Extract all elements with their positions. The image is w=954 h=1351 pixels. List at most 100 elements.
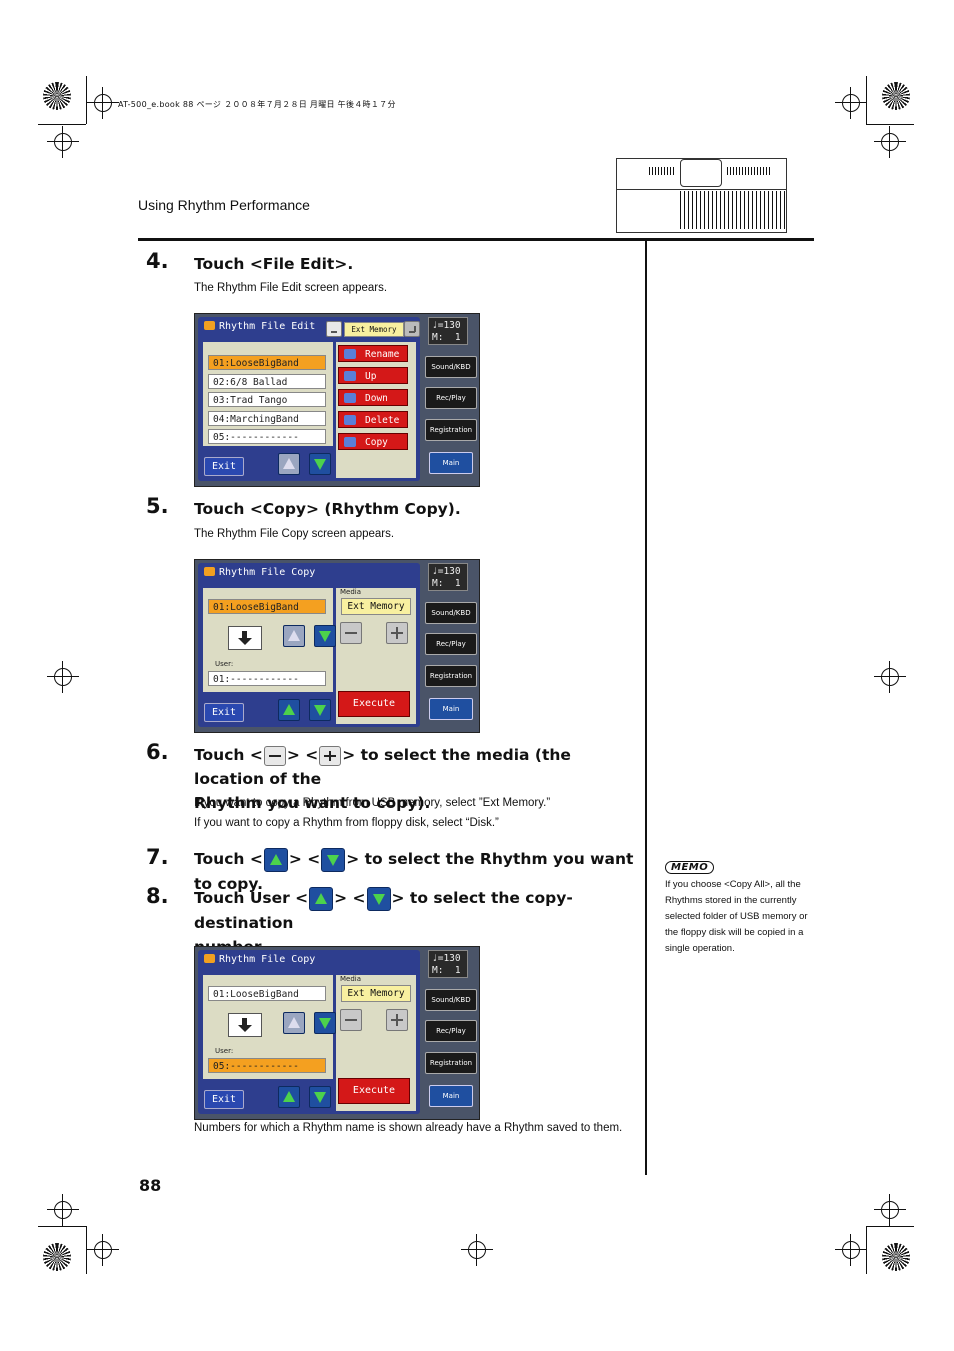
registration-button[interactable]: Registration xyxy=(425,419,477,441)
trash-icon xyxy=(344,415,356,425)
crop-mark xyxy=(866,124,914,125)
rec-play-button[interactable]: Rec/Play xyxy=(425,633,477,655)
crosshair-mark xyxy=(87,87,119,119)
media-select[interactable]: Ext Memory xyxy=(341,985,411,1002)
user-label: User: xyxy=(215,660,234,668)
crop-mark xyxy=(866,1226,867,1274)
tempo-measure-display: ♩=130 M: 1 xyxy=(428,563,468,591)
registration-starburst-mark xyxy=(43,82,71,110)
media-select[interactable]: Ext Memory xyxy=(344,322,404,337)
memo-text: If you choose <Copy All>, all the Rhythm… xyxy=(665,879,808,954)
step-description: The Rhythm File Edit screen appears. xyxy=(194,282,388,294)
media-minus-button[interactable] xyxy=(340,622,362,644)
exit-button[interactable]: Exit xyxy=(204,703,244,722)
minus-button-icon xyxy=(263,745,286,766)
destination-number[interactable]: 05:------------ xyxy=(208,1058,326,1073)
step-number: 5. xyxy=(146,494,169,518)
header-rule xyxy=(138,238,814,241)
user-down-button[interactable] xyxy=(309,1086,331,1108)
media-minus-button[interactable] xyxy=(340,1009,362,1031)
crop-mark xyxy=(86,76,87,124)
sound-kbd-button[interactable]: Sound/KBD xyxy=(425,989,477,1011)
execute-button[interactable]: Execute xyxy=(338,1078,410,1104)
memo-icon: MEMO xyxy=(665,861,715,874)
section-header: Using Rhythm Performance xyxy=(138,197,310,213)
rhythm-file-copy-screen: Rhythm File Copy 01:LooseBigBand User: 0… xyxy=(194,946,480,1120)
crop-mark xyxy=(866,1226,914,1227)
copy-button[interactable]: Copy xyxy=(338,433,408,450)
sound-kbd-button[interactable]: Sound/KBD xyxy=(425,602,477,624)
destination-number[interactable]: 01:------------ xyxy=(208,671,326,686)
exit-button[interactable]: Exit xyxy=(204,457,244,476)
rhythm-list-item[interactable]: 02:6/8 Ballad xyxy=(208,374,326,389)
media-plus-button[interactable] xyxy=(404,321,420,337)
rhythm-list-item[interactable]: 03:Trad Tango xyxy=(208,392,326,407)
rhythm-tab-icon xyxy=(204,954,215,963)
tempo-measure-display: ♩=130 M: 1 xyxy=(428,317,468,345)
down-button[interactable]: Down xyxy=(338,389,408,406)
tempo-measure-display: ♩=130 M: 1 xyxy=(428,950,468,978)
up-button[interactable]: Up xyxy=(338,367,408,384)
execute-button[interactable]: Execute xyxy=(338,691,410,717)
rec-play-button[interactable]: Rec/Play xyxy=(425,387,477,409)
crosshair-mark xyxy=(874,661,906,693)
crop-mark xyxy=(86,1226,87,1274)
scroll-up-button[interactable] xyxy=(278,453,300,475)
crosshair-mark xyxy=(461,1234,493,1266)
sound-kbd-button[interactable]: Sound/KBD xyxy=(425,356,477,378)
page-number: 88 xyxy=(139,1176,162,1195)
registration-button[interactable]: Registration xyxy=(425,1052,477,1074)
step-title: Touch <> <> to select the media (the loc… xyxy=(194,745,571,812)
exit-button[interactable]: Exit xyxy=(204,1090,244,1109)
user-up-button[interactable] xyxy=(278,699,300,721)
pencil-icon xyxy=(344,349,356,359)
organ-keyboard-illustration xyxy=(616,158,787,233)
screen-title: Rhythm File Copy xyxy=(219,954,316,965)
rhythm-list-item[interactable]: 01:LooseBigBand xyxy=(208,355,326,370)
plus-button-icon xyxy=(319,745,342,766)
crosshair-mark xyxy=(835,87,867,119)
up-button-icon xyxy=(263,847,288,872)
rhythm-list-item[interactable]: 04:MarchingBand xyxy=(208,411,326,426)
rhythm-tab-icon xyxy=(204,567,215,576)
up-arrow-icon xyxy=(344,371,356,381)
rec-play-button[interactable]: Rec/Play xyxy=(425,1020,477,1042)
media-plus-button[interactable] xyxy=(386,622,408,644)
registration-button[interactable]: Registration xyxy=(425,665,477,687)
source-up-button[interactable] xyxy=(283,625,305,647)
step-number: 8. xyxy=(146,884,169,908)
scroll-down-button[interactable] xyxy=(309,453,331,475)
column-divider xyxy=(645,241,647,1175)
main-button[interactable]: Main xyxy=(429,698,473,720)
source-down-button[interactable] xyxy=(314,625,336,647)
up-button-icon xyxy=(309,886,334,911)
rename-button[interactable]: Rename xyxy=(338,345,408,362)
rhythm-list-item[interactable]: 05:------------ xyxy=(208,429,326,444)
user-label: User: xyxy=(215,1047,234,1055)
delete-button[interactable]: Delete xyxy=(338,411,408,428)
step-number: 7. xyxy=(146,845,169,869)
source-down-button[interactable] xyxy=(314,1012,336,1034)
down-arrow-icon xyxy=(344,393,356,403)
user-up-button[interactable] xyxy=(278,1086,300,1108)
rhythm-file-edit-screen: Rhythm File Edit Ext Memory 01:LooseBigB… xyxy=(194,313,480,487)
crop-mark xyxy=(38,124,86,125)
crop-mark xyxy=(866,76,867,124)
source-rhythm[interactable]: 01:LooseBigBand xyxy=(208,986,326,1001)
step-title: Touch <Copy> (Rhythm Copy). xyxy=(194,500,461,518)
media-select[interactable]: Ext Memory xyxy=(341,598,411,615)
media-label: Media xyxy=(340,975,362,983)
main-button[interactable]: Main xyxy=(429,452,473,474)
crosshair-mark xyxy=(47,1194,79,1226)
user-down-button[interactable] xyxy=(309,699,331,721)
media-plus-button[interactable] xyxy=(386,1009,408,1031)
crosshair-mark xyxy=(87,1234,119,1266)
source-rhythm[interactable]: 01:LooseBigBand xyxy=(208,599,326,614)
media-minus-button[interactable] xyxy=(326,321,342,337)
source-up-button[interactable] xyxy=(283,1012,305,1034)
main-button[interactable]: Main xyxy=(429,1085,473,1107)
registration-starburst-mark xyxy=(43,1243,71,1271)
step-number: 4. xyxy=(146,249,169,273)
rhythm-tab-icon xyxy=(204,321,215,330)
screen-title: Rhythm File Edit xyxy=(219,321,316,332)
